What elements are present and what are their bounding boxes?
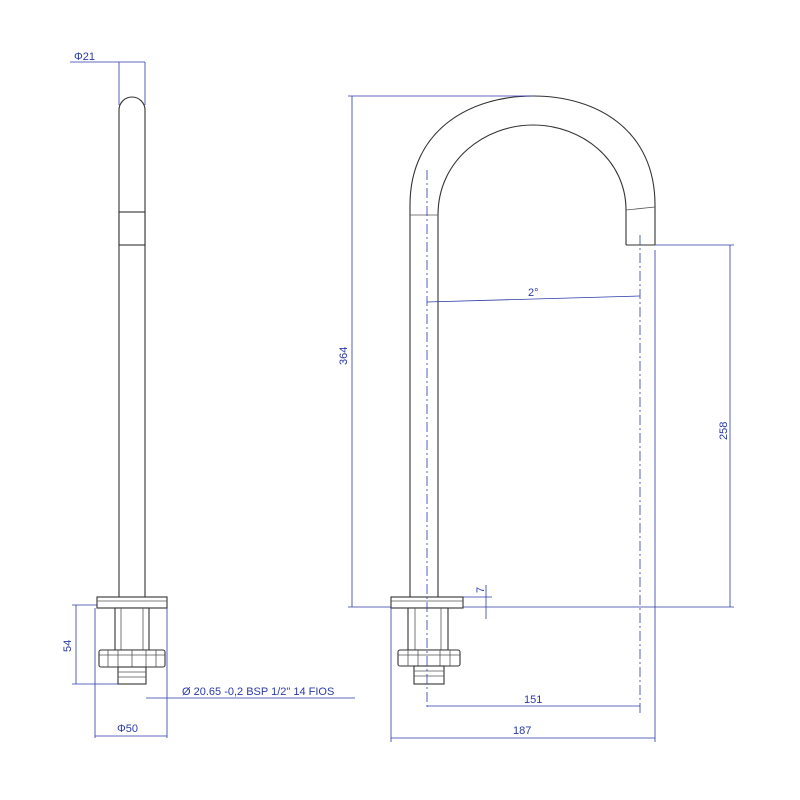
dim-small-offset: 7 <box>475 587 487 593</box>
dim-reach-total: 187 <box>513 725 531 737</box>
side-view: Φ21 54 Ø 20.65 -0,2 BSP 1/2" 14 FIOS Φ50 <box>62 51 355 738</box>
side-view-joint <box>118 211 146 246</box>
front-view-body <box>407 607 449 651</box>
front-view-spout-outer <box>409 95 656 597</box>
front-view: 364 2° 258 7 151 187 <box>338 95 734 742</box>
dim-angle: 2° <box>528 287 539 299</box>
front-view-thread <box>413 665 445 685</box>
side-view-thread <box>117 666 147 685</box>
front-view-spout-inner <box>437 124 627 597</box>
dim-top-diameter: Φ21 <box>74 51 95 63</box>
dim-reach-short: 151 <box>524 694 542 706</box>
side-view-flange <box>96 596 168 609</box>
dim-thread-spec: Ø 20.65 -0,2 BSP 1/2" 14 FIOS <box>182 686 334 698</box>
dim-total-height: 364 <box>338 347 350 365</box>
front-view-nut <box>397 649 461 667</box>
side-view-body <box>114 607 150 651</box>
dim-spout-height: 258 <box>718 422 730 440</box>
dim-base-diameter: Φ50 <box>117 723 138 735</box>
dim-base-height: 54 <box>62 640 74 652</box>
side-view-pipe <box>118 96 146 597</box>
